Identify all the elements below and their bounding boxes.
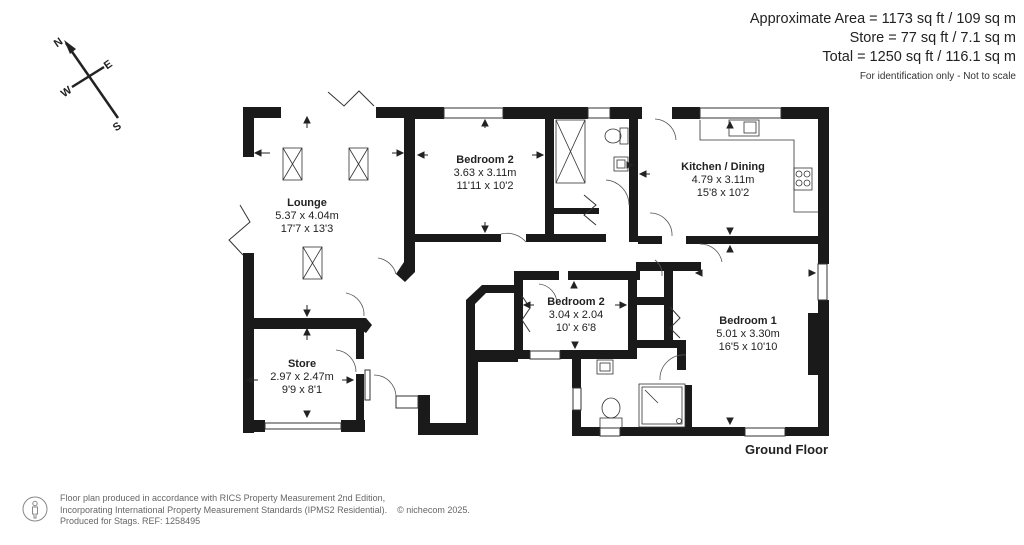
compass-n: N [52, 36, 65, 50]
svg-text:Lounge: Lounge [287, 197, 327, 209]
room-label-bedroom-2-upper: Bedroom 2 3.63 x 3.11m 11'11 x 10'2 [454, 154, 517, 192]
hob-icon [793, 167, 813, 191]
copyright: © nichecom 2025. [397, 504, 470, 515]
floor-label: Ground Floor [745, 442, 829, 457]
shower-tray-icon [555, 119, 586, 184]
svg-text:Bedroom 2: Bedroom 2 [456, 154, 513, 166]
toilet-icon [604, 128, 622, 144]
footer-line-1: Floor plan produced in accordance with R… [60, 493, 386, 503]
area-summary: Approximate Area = 1173 sq ft / 109 sq m… [750, 10, 1016, 82]
room-label-store: Store 2.97 x 2.47m 9'9 x 8'1 [270, 358, 334, 396]
footer-text: Floor plan produced in accordance with R… [60, 493, 470, 528]
door-swings [335, 118, 723, 397]
person-icon [22, 496, 48, 522]
room-label-lounge: Lounge 5.37 x 4.04m 17'7 x 13'3 [275, 197, 339, 235]
store-area: Store = 77 sq ft / 7.1 sq m [849, 30, 1016, 46]
svg-text:Bedroom 1: Bedroom 1 [719, 315, 776, 327]
svg-text:15'8 x 10'2: 15'8 x 10'2 [697, 187, 750, 199]
walls [243, 107, 829, 436]
skylight-icons [282, 147, 369, 280]
footer-line-2: Incorporating International Property Mea… [60, 504, 388, 515]
svg-text:3.63 x 3.11m: 3.63 x 3.11m [454, 167, 517, 179]
approximate-area: Approximate Area = 1173 sq ft / 109 sq m [749, 11, 1016, 27]
shower-tray-icon [638, 383, 686, 428]
svg-text:16'5 x 10'10: 16'5 x 10'10 [719, 341, 778, 353]
scale-disclaimer: For identification only - Not to scale [859, 71, 1016, 82]
room-label-bedroom-2-lower: Bedroom 2 3.04 x 2.04 10' x 6'8 [547, 296, 604, 334]
svg-text:2.97 x 2.47m: 2.97 x 2.47m [270, 371, 334, 383]
total-area: Total = 1250 sq ft / 116.1 sq m [822, 49, 1016, 65]
svg-text:9'9 x 8'1: 9'9 x 8'1 [282, 384, 322, 396]
compass-s: S [111, 120, 124, 134]
svg-text:11'11 x 10'2: 11'11 x 10'2 [456, 180, 513, 192]
svg-text:Kitchen / Dining: Kitchen / Dining [681, 161, 765, 173]
fixtures [555, 119, 818, 429]
bifold-doors [228, 90, 681, 339]
worktop [699, 120, 818, 213]
compass-rose-icon [64, 40, 120, 119]
basin-icon [613, 156, 629, 172]
toilet-icon [601, 397, 621, 419]
measurement-arrows [245, 115, 817, 426]
svg-text:Store: Store [288, 358, 316, 370]
svg-text:5.01 x 3.30m: 5.01 x 3.30m [716, 328, 780, 340]
footer-line-3: Produced for Stags. REF: 1258495 [60, 516, 201, 526]
basin-icon [596, 359, 614, 375]
svg-text:17'7 x 13'3: 17'7 x 13'3 [281, 223, 334, 235]
room-label-kitchen-dining: Kitchen / Dining 4.79 x 3.11m 15'8 x 10'… [681, 161, 765, 199]
svg-text:10' x 6'8: 10' x 6'8 [556, 322, 596, 334]
footer: Floor plan produced in accordance with R… [22, 493, 470, 528]
svg-text:4.79 x 3.11m: 4.79 x 3.11m [692, 174, 755, 186]
windows [264, 107, 828, 437]
room-label-bedroom-1: Bedroom 1 5.01 x 3.30m 16'5 x 10'10 [716, 315, 780, 353]
compass-e: E [102, 58, 115, 72]
svg-text:3.04 x 2.04: 3.04 x 2.04 [549, 309, 603, 321]
svg-text:5.37 x 4.04m: 5.37 x 4.04m [275, 210, 339, 222]
svg-text:Bedroom 2: Bedroom 2 [547, 296, 604, 308]
